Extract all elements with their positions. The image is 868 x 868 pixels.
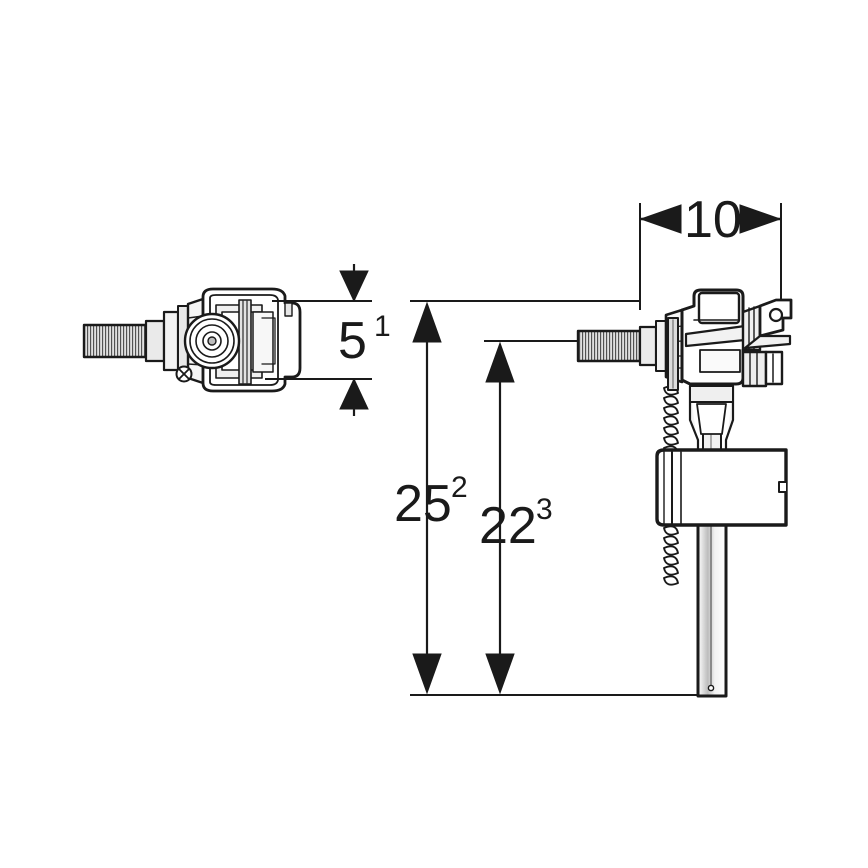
dimension-height-5: 5 1 (338, 264, 391, 416)
valve-body-detail-left (215, 299, 276, 385)
outlet-connector (741, 304, 768, 388)
cross-screw-left (175, 365, 193, 383)
float-body (655, 448, 788, 527)
valve-linkage (688, 384, 735, 452)
dimension-25-value: 25 (394, 475, 452, 533)
right-view-fill-valve (576, 288, 793, 698)
concentric-port-left (183, 312, 241, 370)
dimension-25-superscript: 2 (451, 471, 468, 504)
dimension-22-value: 22 (479, 497, 537, 555)
dimension-height-25: 25 2 (394, 300, 700, 696)
threaded-shank-left (82, 319, 166, 363)
threaded-shank-right (576, 325, 658, 367)
guide-rod (667, 317, 679, 391)
left-view-fill-valve (82, 287, 302, 393)
mounting-bracket (743, 298, 793, 386)
dimension-22-superscript: 3 (536, 493, 553, 526)
body-notch-left (284, 302, 293, 317)
adjust-spring (663, 385, 679, 586)
dimension-5-value: 5 (338, 312, 367, 370)
dimension-10-value: 10 (684, 191, 742, 249)
dimension-height-22: 22 3 (479, 340, 620, 695)
dimension-width-10: 10 (639, 191, 782, 310)
valve-head (680, 288, 759, 386)
dimension-5-superscript: 1 (374, 310, 391, 343)
